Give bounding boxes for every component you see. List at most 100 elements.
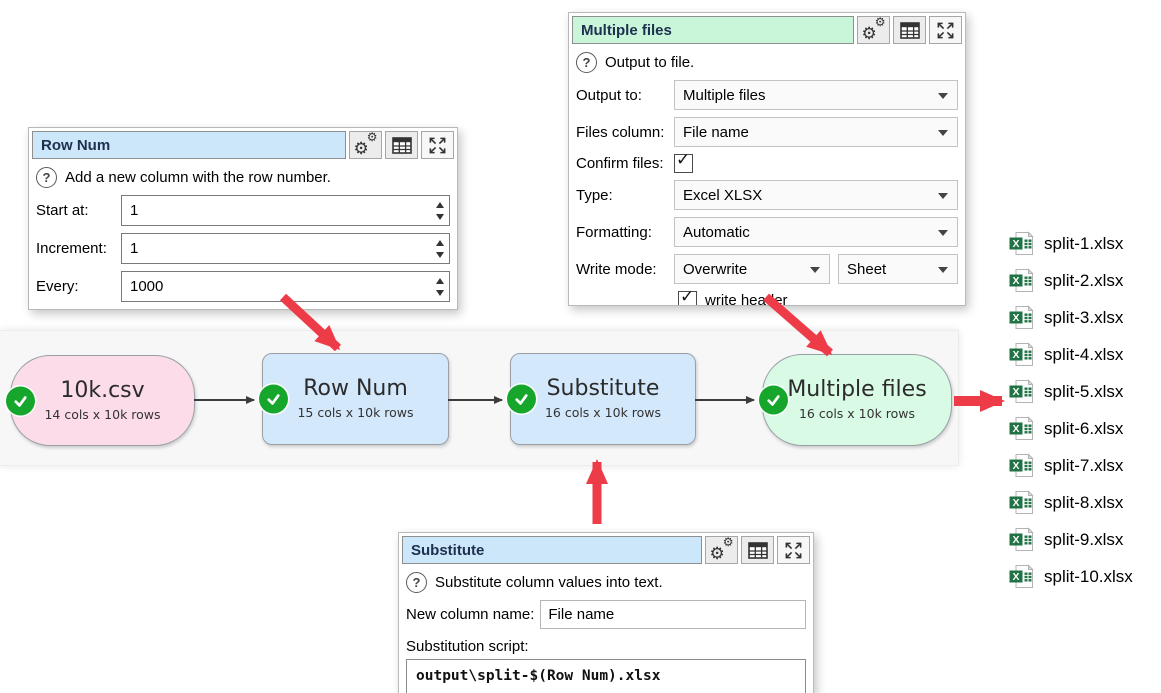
expand-icon: [937, 22, 954, 38]
node-subtitle: 14 cols x 10k rows: [44, 406, 161, 422]
output-file-list: X split-1.xlsx X: [1008, 225, 1133, 595]
panel-help-row: ? Add a new column with the row number.: [36, 167, 450, 188]
start-at-value: 1: [130, 202, 139, 219]
field-label: Files column:: [576, 123, 665, 141]
show-table-button[interactable]: [741, 536, 774, 564]
spinner-arrows: [436, 196, 444, 225]
output-file-item[interactable]: X split-6.xlsx: [1008, 410, 1133, 447]
green-check-icon: [507, 384, 536, 414]
spin-down-icon[interactable]: [436, 213, 444, 220]
question-circle-icon[interactable]: ?: [576, 52, 597, 73]
svg-text:X: X: [1012, 312, 1019, 324]
field-row-every: Every: 1000: [36, 271, 450, 302]
svg-text:X: X: [1012, 497, 1019, 509]
output-file-item[interactable]: X split-7.xlsx: [1008, 447, 1133, 484]
node-title: 10k.csv: [60, 377, 145, 403]
excel-file-icon: X: [1009, 342, 1034, 366]
panel-title-input[interactable]: Row Num: [32, 131, 346, 159]
spinner-arrows: [436, 234, 444, 263]
checkmark-icon: ✓: [676, 150, 691, 170]
output-file-item[interactable]: X split-2.xlsx: [1008, 262, 1133, 299]
output-to-value: Multiple files: [683, 86, 766, 104]
node-subtitle: 16 cols x 10k rows: [798, 406, 916, 422]
excel-file-icon: X: [1009, 490, 1034, 514]
new-column-name-input[interactable]: File name: [540, 600, 806, 629]
output-file-item[interactable]: X split-9.xlsx: [1008, 521, 1133, 558]
chevron-down-icon: [810, 267, 820, 273]
sheet-mode-value: Sheet: [847, 260, 887, 278]
show-table-button[interactable]: [385, 131, 418, 159]
spin-up-icon[interactable]: [436, 239, 444, 246]
maximize-button[interactable]: [777, 536, 810, 564]
output-file-name: split-7.xlsx: [1044, 455, 1124, 475]
formatting-dropdown[interactable]: Automatic: [674, 217, 958, 247]
settings-button[interactable]: ⚙⚙: [857, 15, 890, 44]
green-check-icon: [6, 386, 35, 415]
output-file-item[interactable]: X split-1.xlsx: [1008, 225, 1133, 262]
output-file-item[interactable]: X split-10.xlsx: [1008, 558, 1133, 595]
spin-down-icon[interactable]: [436, 289, 444, 296]
question-circle-icon[interactable]: ?: [406, 572, 427, 593]
field-row-type: Type: Excel XLSX: [576, 180, 958, 210]
panel-help-row: ? Substitute column values into text.: [406, 572, 806, 593]
increment-spinbox[interactable]: 1: [121, 233, 450, 264]
settings-button[interactable]: ⚙⚙: [705, 535, 738, 564]
output-to-dropdown[interactable]: Multiple files: [674, 80, 958, 110]
field-row-formatting: Formatting: Automatic: [576, 217, 958, 247]
expand-icon: [429, 137, 446, 153]
output-file-name: split-6.xlsx: [1044, 418, 1124, 438]
svg-text:X: X: [1012, 571, 1019, 583]
svg-text:X: X: [1012, 349, 1019, 361]
question-circle-icon[interactable]: ?: [36, 167, 57, 188]
substitution-script-input[interactable]: output\split-$(Row Num).xlsx: [406, 659, 806, 693]
files-column-value: File name: [683, 123, 749, 141]
flow-node-source-csv[interactable]: 10k.csv 14 cols x 10k rows: [6, 355, 195, 446]
substitution-script-label: Substitution script:: [406, 638, 529, 655]
table-icon: [899, 21, 920, 39]
maximize-button[interactable]: [929, 16, 962, 44]
write-mode-dropdown[interactable]: Overwrite: [674, 254, 830, 284]
files-column-dropdown[interactable]: File name: [674, 117, 958, 147]
output-file-item[interactable]: X split-4.xlsx: [1008, 336, 1133, 373]
new-column-name-value: File name: [548, 606, 615, 623]
flow-node-multiple-files[interactable]: Multiple files 16 cols x 10k rows: [759, 354, 952, 446]
substitution-script-value: output\split-$(Row Num).xlsx: [416, 668, 661, 684]
type-dropdown[interactable]: Excel XLSX: [674, 180, 958, 210]
panel-title-input[interactable]: Multiple files: [572, 16, 854, 44]
substitute-panel: Substitute ⚙⚙ ? Substitute column values…: [398, 532, 814, 693]
expand-icon: [785, 542, 802, 558]
field-row-output-to: Output to: Multiple files: [576, 80, 958, 110]
write-header-checkbox[interactable]: ✓: [678, 287, 697, 305]
spin-up-icon[interactable]: [436, 201, 444, 208]
chevron-down-icon: [938, 130, 948, 136]
field-label: Write mode:: [576, 260, 657, 278]
every-spinbox[interactable]: 1000: [121, 271, 450, 302]
output-file-name: split-5.xlsx: [1044, 381, 1124, 401]
flow-node-row-num[interactable]: Row Num 15 cols x 10k rows: [259, 353, 449, 445]
panel-help-row: ? Output to file.: [576, 52, 958, 73]
output-file-name: split-2.xlsx: [1044, 270, 1124, 290]
sheet-mode-dropdown[interactable]: Sheet: [838, 254, 958, 284]
panel-titlebar: Multiple files ⚙⚙: [572, 15, 962, 44]
flow-node-substitute[interactable]: Substitute 16 cols x 10k rows: [507, 353, 696, 445]
spin-down-icon[interactable]: [436, 251, 444, 258]
field-label: Every:: [36, 278, 79, 295]
output-file-name: split-8.xlsx: [1044, 492, 1124, 512]
output-file-item[interactable]: X split-3.xlsx: [1008, 299, 1133, 336]
show-table-button[interactable]: [893, 16, 926, 44]
field-row-start-at: Start at: 1: [36, 195, 450, 226]
output-file-name: split-1.xlsx: [1044, 233, 1124, 253]
confirm-files-checkbox[interactable]: ✓: [674, 150, 693, 173]
spin-up-icon[interactable]: [436, 277, 444, 284]
panel-titlebar: Substitute ⚙⚙: [402, 535, 810, 564]
settings-button[interactable]: ⚙⚙: [349, 130, 382, 159]
excel-file-icon: X: [1009, 564, 1034, 588]
output-file-item[interactable]: X split-5.xlsx: [1008, 373, 1133, 410]
svg-text:X: X: [1012, 423, 1019, 435]
output-file-item[interactable]: X split-8.xlsx: [1008, 484, 1133, 521]
panel-title-input[interactable]: Substitute: [402, 536, 702, 564]
field-row-write-mode: Write mode: Overwrite Sheet: [576, 254, 958, 284]
maximize-button[interactable]: [421, 131, 454, 159]
start-at-spinbox[interactable]: 1: [121, 195, 450, 226]
